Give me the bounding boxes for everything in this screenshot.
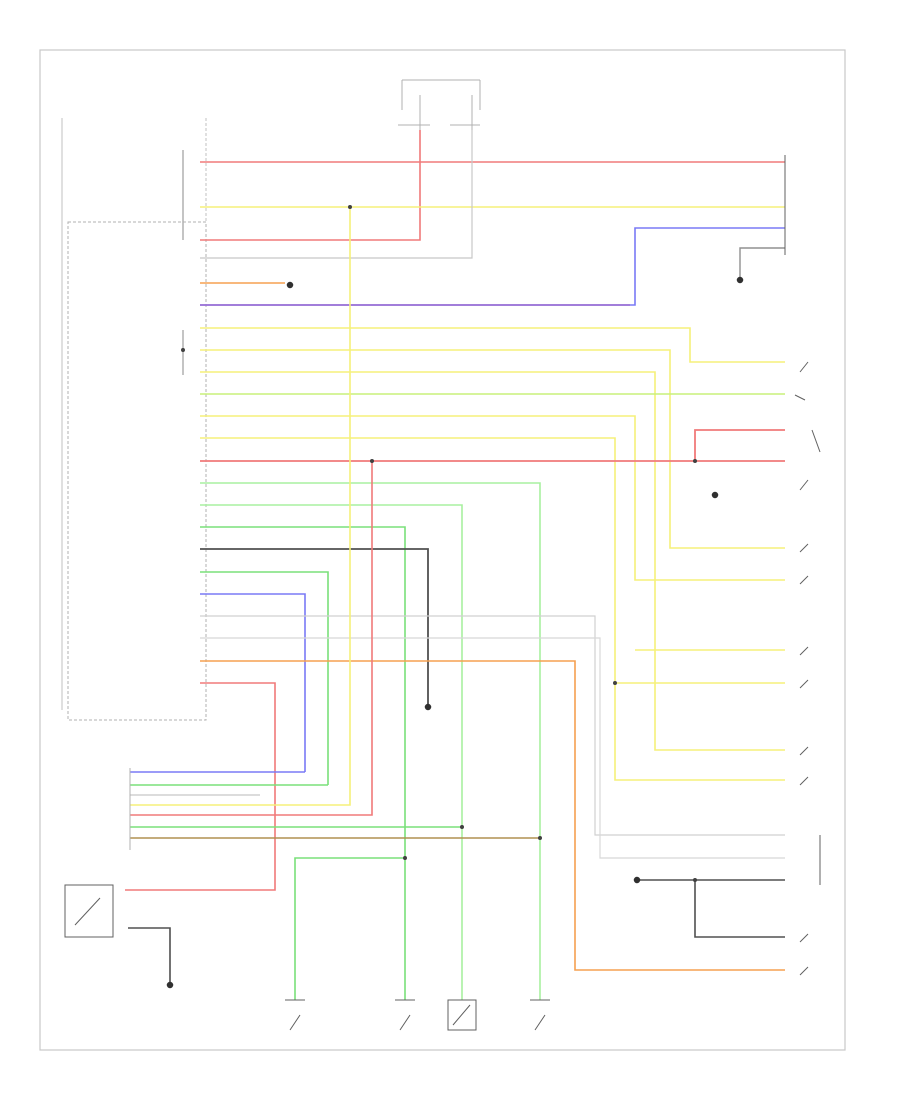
wire-light-gray-1 [200, 615, 785, 836]
wire-green-lower [294, 857, 405, 1000]
wire-light-green-1 [200, 482, 541, 1000]
junction-dots [181, 205, 697, 882]
wire-green-2 [200, 571, 329, 785]
wire-dark-gray [200, 548, 429, 705]
wire-yellow-4 [200, 415, 785, 581]
wire-dark-gray-left [128, 927, 171, 983]
wire-light-green-2 [200, 504, 463, 1000]
wire-yellow-2 [200, 349, 785, 549]
ground-icon [424, 703, 432, 711]
right-switches [784, 155, 821, 976]
ground-icon [736, 276, 744, 284]
wire-red-up [694, 429, 785, 461]
wire-yellow-5 [200, 437, 785, 781]
wire-orange-lower [200, 660, 785, 971]
wire-gray-upper [739, 247, 785, 278]
wire-red-vertical [130, 461, 373, 816]
ground-symbols [166, 276, 744, 989]
wire-gray-feed [200, 130, 473, 259]
wire-light-gray-2 [200, 637, 785, 859]
ground-icon [286, 281, 294, 289]
wire-yellow-3 [200, 371, 785, 751]
bottom-switches [285, 999, 550, 1031]
ground-icon [711, 491, 719, 499]
wire-yellow-1 [200, 327, 785, 363]
wire-yellow-vertical [130, 207, 351, 806]
top-fuse-block [398, 79, 481, 130]
control-unit-box [61, 118, 207, 721]
wire-red-lower [125, 682, 276, 891]
diagram-border [39, 49, 846, 1051]
wire-green-1 [200, 526, 406, 1000]
wire-group-main [125, 130, 785, 1000]
left-switch-box [64, 884, 114, 938]
wire-blue-lower [200, 593, 306, 772]
ground-icon [633, 876, 641, 884]
ground-icon [166, 981, 174, 989]
wire-red-feed [200, 130, 421, 241]
wire-dark-gray-right [694, 879, 785, 938]
